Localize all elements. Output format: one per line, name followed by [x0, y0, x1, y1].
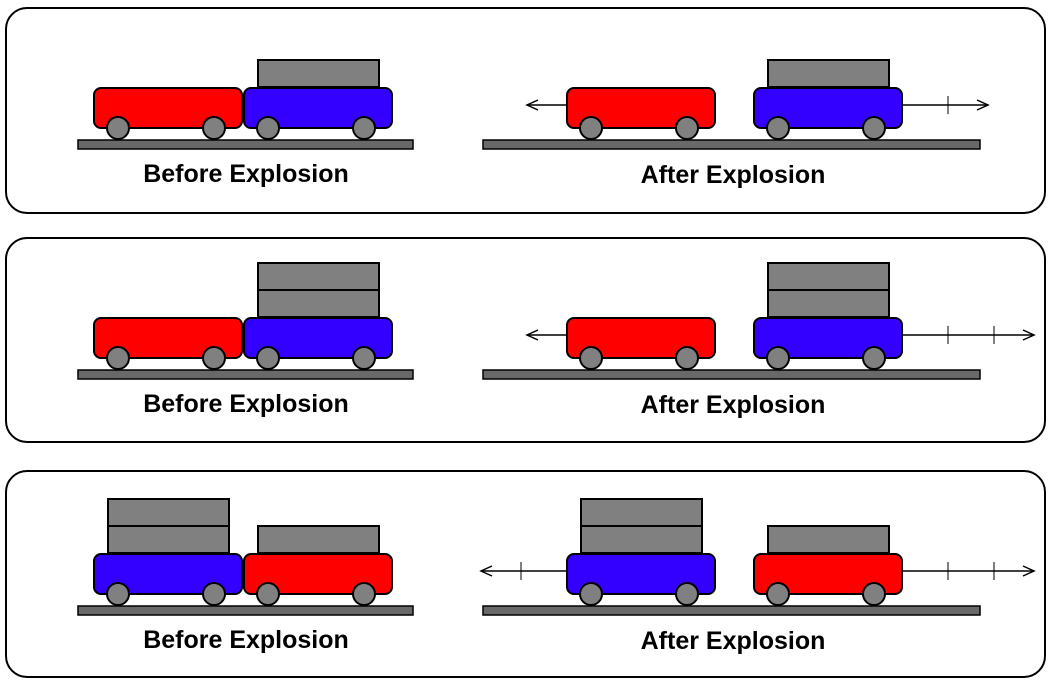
right-cart	[243, 87, 393, 129]
wheel	[256, 346, 280, 370]
track	[482, 369, 981, 380]
left-cart	[93, 87, 243, 129]
after-explosion-label: After Explosion	[640, 391, 826, 419]
wheel	[862, 346, 886, 370]
arrowhead	[479, 565, 493, 577]
wheel	[766, 116, 790, 140]
track	[482, 139, 981, 150]
weight-block	[107, 498, 230, 527]
weight-block	[257, 262, 380, 291]
after-explosion-label: After Explosion	[640, 627, 826, 655]
left-cart	[566, 553, 716, 595]
wheel	[579, 582, 603, 606]
after-explosion-label: After Explosion	[640, 161, 826, 189]
wheel	[579, 116, 603, 140]
wheel	[766, 582, 790, 606]
weight-block	[767, 289, 890, 318]
right-cart	[243, 553, 393, 595]
wheel	[675, 116, 699, 140]
right-cart	[753, 553, 903, 595]
before-explosion-label: Before Explosion	[143, 160, 349, 188]
arrowhead	[1022, 329, 1036, 341]
wheel	[766, 346, 790, 370]
right-cart	[753, 317, 903, 359]
right-cart	[753, 87, 903, 129]
wheel	[352, 116, 376, 140]
track	[77, 605, 414, 616]
wheel	[675, 346, 699, 370]
track	[77, 139, 414, 150]
wheel	[256, 116, 280, 140]
arrowhead	[525, 329, 539, 341]
arrowhead	[525, 99, 539, 111]
weight-block	[767, 262, 890, 291]
left-cart	[93, 553, 243, 595]
left-cart	[93, 317, 243, 359]
left-cart	[566, 87, 716, 129]
weight-block	[767, 59, 890, 88]
weight-block	[580, 498, 703, 527]
wheel	[202, 582, 226, 606]
track	[77, 369, 414, 380]
before-explosion-label: Before Explosion	[143, 390, 349, 418]
weight-block	[257, 525, 380, 554]
wheel	[256, 582, 280, 606]
wheel	[106, 346, 130, 370]
weight-block	[257, 289, 380, 318]
weight-block	[767, 525, 890, 554]
track	[482, 605, 981, 616]
wheel	[862, 116, 886, 140]
arrowhead	[976, 99, 990, 111]
weight-block	[257, 59, 380, 88]
wheel	[862, 582, 886, 606]
wheel	[106, 116, 130, 140]
wheel	[106, 582, 130, 606]
weight-block	[580, 525, 703, 554]
wheel	[352, 582, 376, 606]
wheel	[579, 346, 603, 370]
arrowhead	[1022, 565, 1036, 577]
weight-block	[107, 525, 230, 554]
wheel	[202, 116, 226, 140]
before-explosion-label: Before Explosion	[143, 626, 349, 654]
right-cart	[243, 317, 393, 359]
wheel	[352, 346, 376, 370]
wheel	[675, 582, 699, 606]
wheel	[202, 346, 226, 370]
left-cart	[566, 317, 716, 359]
